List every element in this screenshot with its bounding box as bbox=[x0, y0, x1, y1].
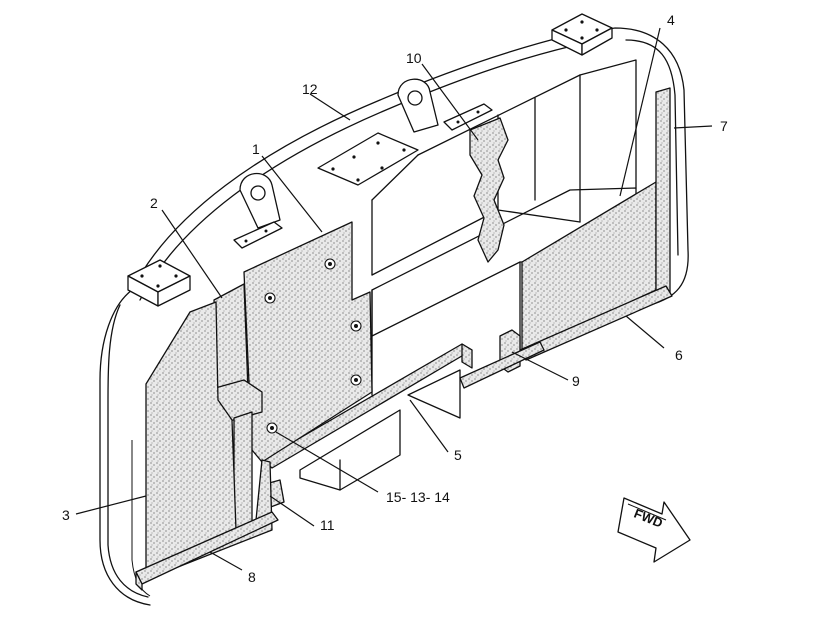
callout-5: 5 bbox=[454, 447, 462, 463]
right-vertical-bar bbox=[655, 87, 671, 301]
main-center-panel bbox=[243, 221, 373, 463]
callout-3: 3 bbox=[62, 507, 70, 523]
callout-6: 6 bbox=[675, 347, 683, 363]
fwd-direction-arrow: FWD bbox=[617, 497, 691, 563]
lower-block bbox=[299, 369, 461, 491]
callout-7: 7 bbox=[720, 118, 728, 134]
mounting-pad-left bbox=[127, 259, 191, 307]
callout-9: 9 bbox=[572, 373, 580, 389]
callout-1: 1 bbox=[252, 141, 260, 157]
callout-labels: 1 2 3 4 5 6 7 8 9 10 11 12 15- 13- 14 bbox=[62, 12, 728, 585]
callout-15-13-14: 15- 13- 14 bbox=[386, 489, 450, 505]
callout-4: 4 bbox=[667, 12, 675, 28]
lifting-eye-left bbox=[233, 172, 283, 249]
center-rib bbox=[469, 117, 509, 263]
leader-lines bbox=[75, 27, 713, 571]
callout-12: 12 bbox=[302, 81, 318, 97]
callout-10: 10 bbox=[406, 50, 422, 66]
lifting-eye-right bbox=[397, 78, 493, 133]
block-9 bbox=[459, 329, 545, 389]
top-plate bbox=[317, 132, 419, 186]
center-bar-end bbox=[461, 343, 473, 369]
callout-11: 11 bbox=[320, 517, 335, 533]
mounting-pad-top-right bbox=[551, 13, 613, 56]
callout-2: 2 bbox=[150, 195, 158, 211]
access-cover-plate bbox=[317, 132, 419, 186]
bottom-bar-end bbox=[135, 571, 143, 591]
callout-8: 8 bbox=[248, 569, 256, 585]
